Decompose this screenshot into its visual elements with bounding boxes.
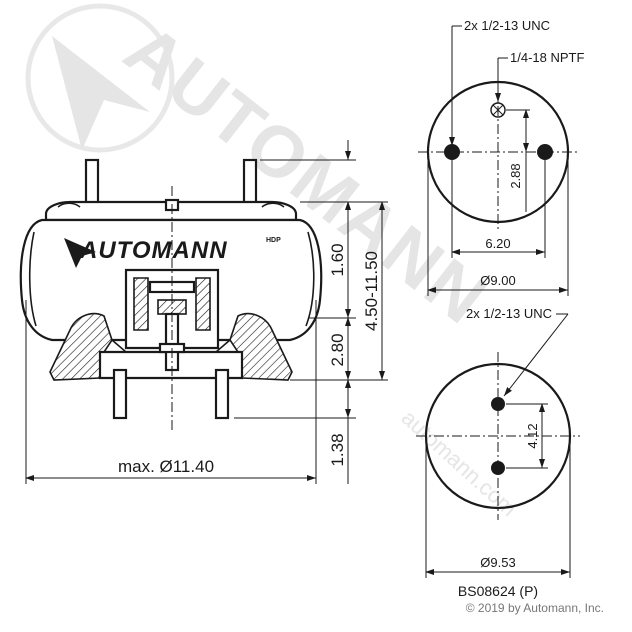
copyright: © 2019 by Automann, Inc.: [466, 601, 604, 615]
side-view: AUTOMANN HDP: [19, 158, 323, 432]
air-port-icon: [490, 102, 506, 118]
bottom-stud-hole-upper: [491, 397, 505, 411]
dim-bottom-height: 1.38: [328, 433, 347, 466]
dim-max-diameter: max. Ø11.40: [118, 457, 214, 476]
bottom-callout-studs: 2x 1/2-13 UNC: [466, 306, 552, 321]
bottom-stud-hole-lower: [491, 461, 505, 475]
top-stud-hole-left: [444, 144, 460, 160]
top-dim-diameter: Ø9.00: [480, 273, 515, 288]
logo-badge: HDP: [266, 237, 281, 244]
top-stud-right: [242, 158, 258, 210]
top-dim-stud-spacing: 6.20: [485, 236, 510, 251]
watermark-logo-icon: [25, 3, 175, 153]
top-callout-port: 1/4-18 NPTF: [510, 50, 584, 65]
logo-arrow-icon: [64, 238, 96, 268]
dim-mid-height: 2.80: [328, 333, 347, 366]
top-stud-hole-right: [537, 144, 553, 160]
top-stud-left: [84, 158, 100, 210]
dim-overall-height: 4.50-11.50: [362, 251, 381, 331]
top-dim-stud-offset: 2.88: [508, 163, 523, 188]
bottom-view: 2x 1/2-13 UNC 4.12 Ø9.53: [416, 306, 580, 578]
top-view: 2x 1/2-13 UNC 1/4-18 NPTF 2.88 6.20 Ø9.0…: [418, 18, 584, 296]
dim-top-height: 1.60: [328, 243, 347, 276]
bottom-dim-diameter: Ø9.53: [480, 555, 515, 570]
bottom-dim-stud-spacing: 4.12: [525, 423, 540, 448]
automann-logo: AUTOMANN HDP: [64, 237, 281, 268]
top-callout-studs: 2x 1/2-13 UNC: [464, 18, 550, 33]
bottom-stud-left: [112, 368, 128, 420]
part-number: BS08624 (P): [458, 583, 538, 599]
logo-text: AUTOMANN: [79, 237, 228, 264]
bottom-stud-right: [214, 368, 230, 420]
side-view-dimensions: 1.60 2.80 1.38 4.50-11.50 max. Ø11.40: [25, 140, 388, 484]
